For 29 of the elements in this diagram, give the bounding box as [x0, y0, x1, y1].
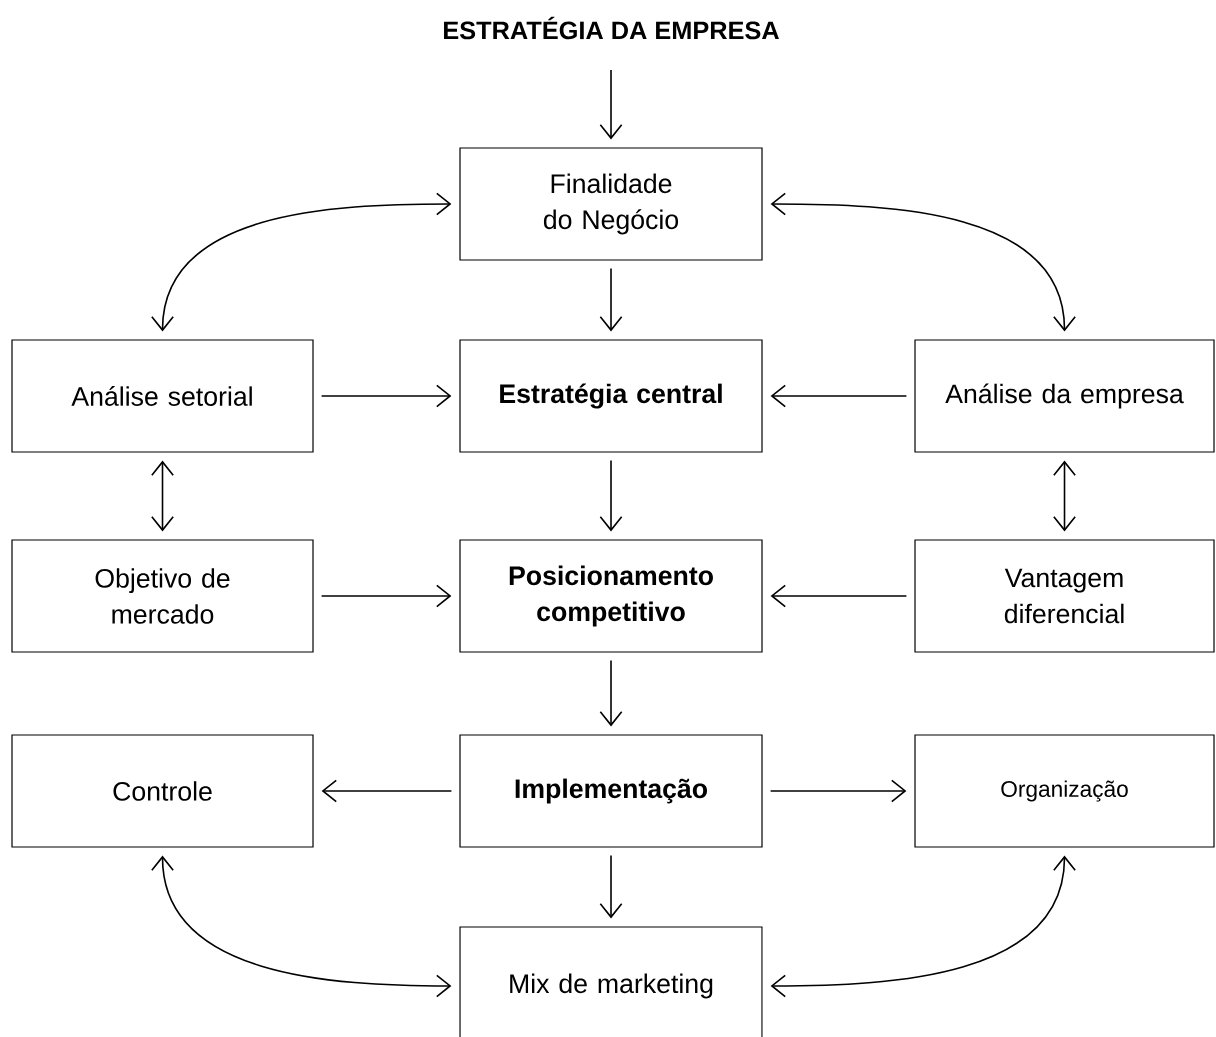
arrow	[599, 854, 623, 919]
arrow	[769, 779, 907, 803]
arrow	[320, 384, 452, 408]
arrow	[599, 459, 623, 532]
arrow	[151, 460, 174, 532]
process-box: Objetivo de mercado	[11, 539, 314, 653]
arrow	[770, 584, 908, 608]
arrow	[1053, 460, 1076, 532]
process-box: Posicionamento competitivo	[459, 539, 763, 653]
arrow	[320, 584, 452, 608]
process-box: Implementação	[459, 734, 763, 848]
process-box: Mix de marketing	[459, 926, 763, 1037]
arrow	[599, 69, 623, 140]
process-box: Organização	[914, 734, 1215, 848]
process-box: Finalidade do Negócio	[459, 147, 763, 261]
process-box: Estratégia central	[459, 339, 763, 453]
process-box: Vantagem diferencial	[914, 539, 1215, 653]
arrow	[151, 192, 452, 332]
arrow	[770, 855, 1076, 998]
arrow	[599, 267, 623, 332]
title: ESTRATÉGIA DA EMPRESA	[444, 16, 779, 40]
arrow	[151, 855, 452, 998]
arrow	[599, 659, 623, 727]
process-box: Análise da empresa	[914, 339, 1215, 453]
arrow	[770, 384, 908, 408]
arrow	[770, 192, 1076, 332]
process-box: Análise setorial	[11, 339, 314, 453]
process-box: Controle	[11, 734, 314, 848]
arrow	[321, 779, 453, 803]
